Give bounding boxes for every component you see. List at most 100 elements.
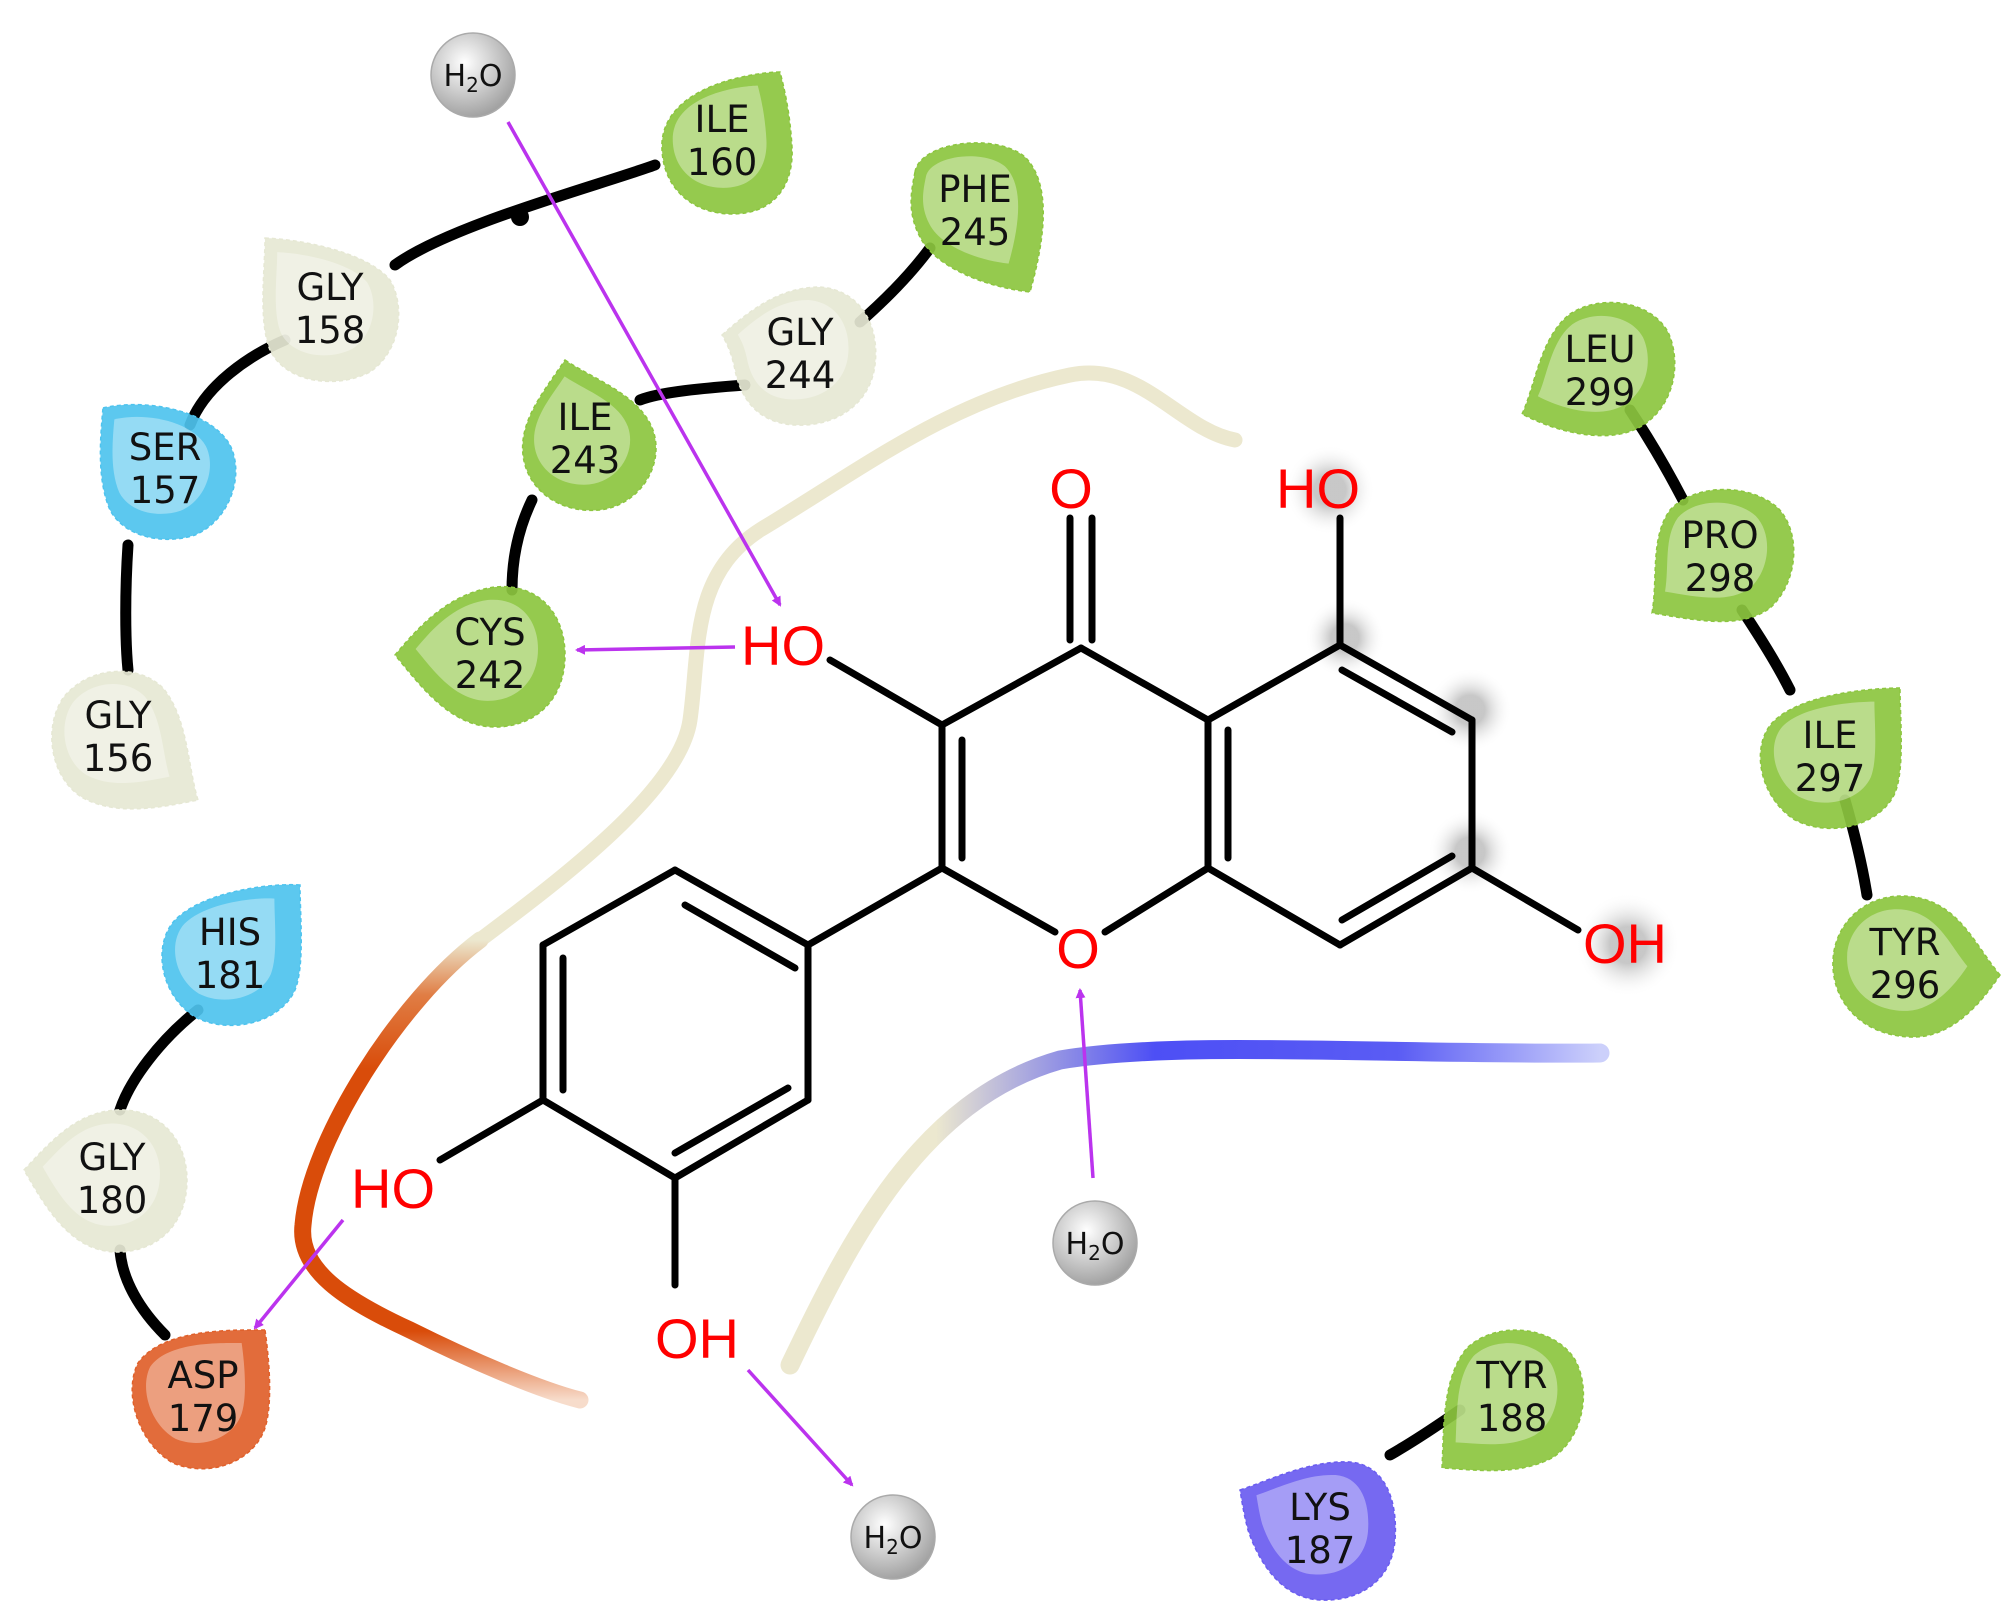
residue-number: 180 [77,1179,148,1222]
residue-shape [99,403,237,541]
catechol-hydroxyl-label: HO [351,1157,435,1220]
residue-ile297: ILE 297 [1759,687,1902,830]
water-molecules: H2O H2O H2O [430,32,1138,1580]
residue-gly180: GLY 180 [23,1109,188,1253]
catechol-hydroxyl-2-label: OH [655,1307,739,1370]
residue-highlight [923,156,1019,264]
water-sphere [1052,1200,1138,1286]
residue-highlight [175,898,276,1000]
residue-lys187: LYS 187 [1239,1461,1397,1601]
water-sphere [850,1494,936,1580]
residue-shape [721,286,877,426]
residue-number: 157 [130,469,201,512]
residue-highlight [534,376,631,485]
residue-name: SER [129,426,202,469]
residue-highlight [42,1123,160,1226]
residue-name: GLY [85,694,152,737]
residue-name: TYR [1869,921,1941,964]
residue-gly244: GLY 244 [721,286,877,426]
residue-shape [1521,301,1676,437]
hbond-oh-to-water [746,1368,854,1487]
ring-oxygen-label: O [1056,917,1100,980]
residue-highlight [1455,1343,1558,1445]
residue-shape [661,71,793,215]
residue-tyr296: TYR 296 [1832,895,2001,1038]
residue-highlight [1773,701,1876,803]
residue-number: 244 [765,354,836,397]
residue-highlight [1665,502,1768,598]
water-bottom: H2O [850,1494,936,1580]
residue-shape [262,237,400,383]
residue-shape [1239,1461,1397,1601]
residue-name: GLY [79,1136,146,1179]
residue-shape [1441,1329,1585,1472]
hydroxyl-7-label: OH [1583,912,1667,975]
residue-shape [131,1329,271,1470]
residue-shape [1832,895,2001,1038]
residues: ILE 160 GLY 158 SER 157 GLY 156 PHE 245 [23,71,2001,1601]
residue-shape [1759,687,1902,830]
residue-number: 296 [1870,964,1941,1007]
residue-number: 188 [1477,1397,1548,1440]
residue-cys242: CYS 242 [394,585,566,728]
residue-leu299: LEU 299 [1521,301,1676,437]
residue-name: ASP [167,1354,238,1397]
water-top: H2O [430,32,516,118]
residue-name: HIS [199,911,261,954]
residue-name: GLY [297,266,364,309]
residue-highlight [64,684,170,784]
hbond-water-to-ring-o [1075,988,1095,1179]
pocket-outline [294,365,1610,1409]
residue-name: ILE [695,98,750,141]
residue-name: PHE [938,168,1012,211]
hydroxyl-5-label: HO [1276,457,1360,520]
residue-his181: HIS 181 [161,883,302,1027]
residue-tyr188: TYR 188 [1441,1329,1585,1472]
residue-highlight [1537,315,1648,412]
residue-shape [394,585,566,728]
residue-highlight [146,1343,245,1443]
residue-name: ILE [558,396,613,439]
residue-shape [51,670,199,810]
residue-shape [23,1109,188,1253]
ligand-atom-labels: O HO HO O OH HO OH [351,457,1667,1370]
residue-number: 187 [1285,1529,1356,1572]
residue-number: 245 [940,211,1011,254]
residue-highlight [1256,1474,1369,1575]
residue-highlight [737,300,849,400]
residue-shape [1651,488,1795,623]
hbond-ho-to-asp179 [253,1218,345,1330]
residue-shape [521,358,657,512]
hydroxyl-3-label: HO [741,614,825,677]
residue-highlight [275,252,374,356]
residue-shape [161,883,302,1027]
residue-number: 160 [687,141,758,184]
residue-name: CYS [454,611,525,654]
residue-number: 298 [1685,557,1756,600]
residue-name: GLY [767,311,834,354]
residue-highlight [112,416,210,514]
hbond-arrows [253,121,1095,1487]
residue-highlight [672,85,767,188]
residue-gly158: GLY 158 [262,237,400,383]
water-middle: H2O [1052,1200,1138,1286]
residue-highlight [415,599,538,701]
residue-phe245: PHE 245 [910,142,1044,293]
residue-name: TYR [1476,1354,1548,1397]
residue-name: LEU [1564,328,1635,371]
residue-asp179: ASP 179 [131,1329,271,1470]
residue-name: LYS [1289,1486,1351,1529]
ligand-skeleton [436,514,1582,1289]
residue-shape [910,142,1044,293]
residue-ser157: SER 157 [99,403,237,541]
residue-ile160: ILE 160 [661,71,793,215]
residue-number: 299 [1565,371,1636,414]
water-sphere [430,32,516,118]
residue-ile243: ILE 243 [521,358,657,512]
residue-highlight [1847,909,1968,1011]
residue-name: ILE [1803,714,1858,757]
water-label: H2O [1066,1227,1125,1265]
residue-name: PRO [1681,514,1758,557]
residue-number: 181 [195,954,266,997]
